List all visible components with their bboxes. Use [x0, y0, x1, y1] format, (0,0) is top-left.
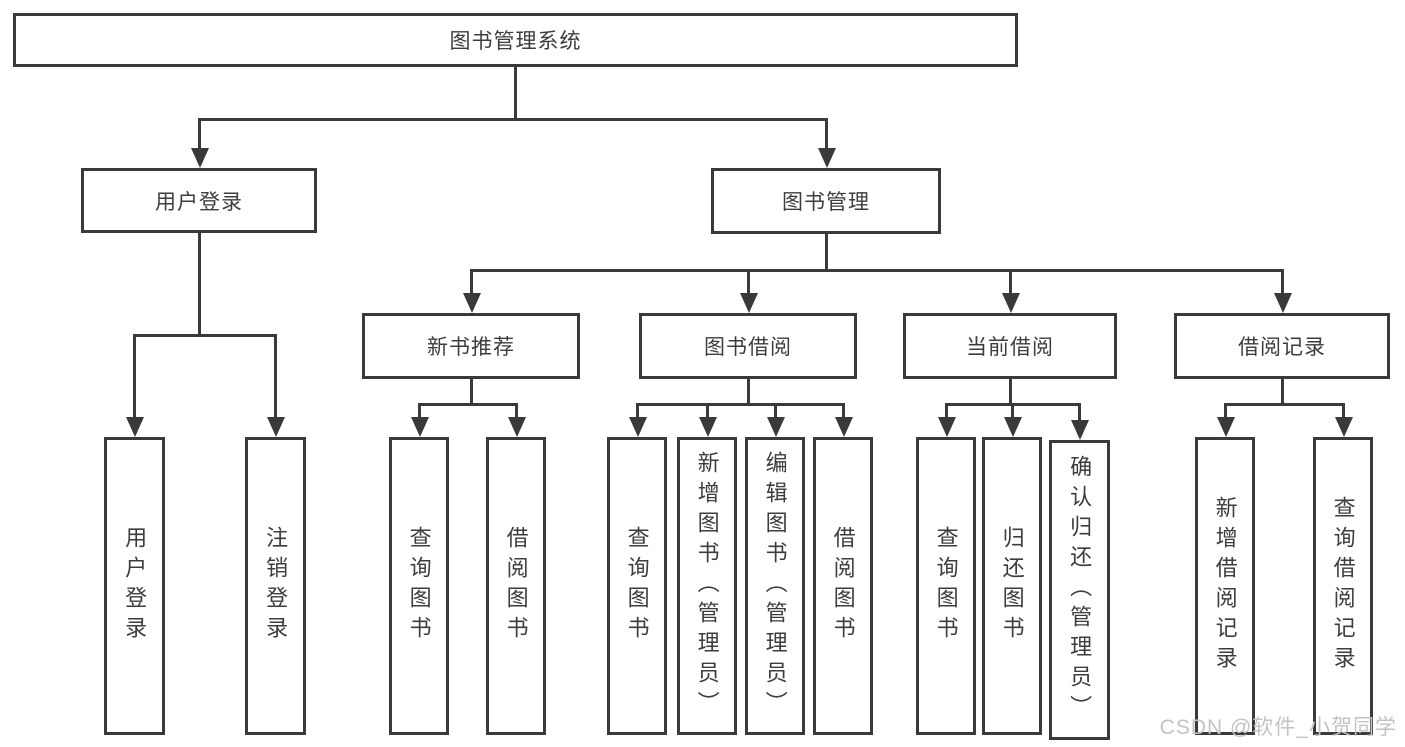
- arrow-down-icon: [126, 417, 144, 437]
- connector-line-v: [274, 334, 277, 422]
- leaf-add-book-admin: 新增图书（管理员）: [677, 437, 737, 735]
- leaf-return-books: 归还图书: [982, 437, 1042, 735]
- leaf-label: 查询图书: [933, 526, 959, 646]
- leaf-label: 归还图书: [999, 526, 1025, 646]
- connector-line-h: [418, 403, 518, 406]
- leaf-query-borrow-record: 查询借阅记录: [1313, 437, 1373, 735]
- connector-line-v: [1281, 269, 1284, 296]
- connector-line-v: [470, 269, 473, 296]
- leaf-query-books-recommend: 查询图书: [389, 437, 449, 735]
- connector-line-h: [133, 334, 277, 337]
- connector-line-v: [1011, 403, 1014, 422]
- arrow-down-icon: [740, 293, 758, 313]
- watermark: CSDN @软件_小贺同学: [1159, 716, 1397, 739]
- leaf-user-login: 用户登录: [104, 437, 165, 735]
- leaf-query-books-current: 查询图书: [916, 437, 976, 735]
- leaf-borrow-books-recommend: 借阅图书: [486, 437, 546, 735]
- connector-line-v: [706, 403, 709, 422]
- node-book-borrowing: 图书借阅: [639, 313, 857, 379]
- leaf-add-borrow-record: 新增借阅记录: [1195, 437, 1255, 735]
- arrow-down-icon: [267, 417, 285, 437]
- leaf-label: 借阅图书: [503, 526, 529, 646]
- connector-line-v: [198, 118, 201, 154]
- arrow-down-icon: [1004, 417, 1022, 437]
- arrow-down-icon: [411, 417, 429, 437]
- leaf-label: 查询图书: [406, 526, 432, 646]
- arrow-down-icon: [818, 148, 836, 168]
- arrow-down-icon: [1071, 420, 1089, 440]
- arrow-down-icon: [835, 417, 853, 437]
- leaf-label: 借阅图书: [830, 526, 856, 646]
- connector-line-v: [747, 379, 750, 405]
- leaf-borrow-books-borrowing: 借阅图书: [813, 437, 873, 735]
- arrow-down-icon: [463, 293, 481, 313]
- arrow-down-icon: [1335, 417, 1353, 437]
- connector-line-v: [825, 234, 828, 271]
- arrow-down-icon: [1274, 293, 1292, 313]
- connector-line-v: [133, 334, 136, 422]
- leaf-label: 确认归还（管理员）: [1067, 455, 1093, 725]
- leaf-query-books-borrowing: 查询图书: [607, 437, 667, 735]
- connector-line-v: [418, 403, 421, 422]
- connector-line-v: [1342, 403, 1345, 422]
- connector-line-v: [1009, 379, 1012, 405]
- leaf-logout: 注销登录: [245, 437, 306, 735]
- leaf-label: 查询借阅记录: [1330, 496, 1356, 676]
- node-new-book-recommend: 新书推荐: [362, 313, 580, 379]
- connector-line-v: [842, 403, 845, 422]
- connector-line-v: [1078, 403, 1081, 425]
- connector-line-v: [774, 403, 777, 422]
- arrow-down-icon: [191, 148, 209, 168]
- connector-line-v: [470, 379, 473, 405]
- connector-line-v: [1009, 269, 1012, 296]
- connector-line-h: [470, 269, 1283, 272]
- leaf-label: 注销登录: [263, 526, 289, 646]
- connector-line-v: [1224, 403, 1227, 422]
- connector-line-h: [636, 403, 845, 406]
- connector-line-v: [1281, 379, 1284, 405]
- node-root: 图书管理系统: [13, 13, 1018, 67]
- connector-line-v: [945, 403, 948, 422]
- node-user-login: 用户登录: [81, 168, 317, 233]
- leaf-label: 查询图书: [624, 526, 650, 646]
- arrow-down-icon: [699, 417, 717, 437]
- leaf-label: 新增图书（管理员）: [694, 451, 720, 721]
- node-borrowing-records: 借阅记录: [1174, 313, 1390, 379]
- connector-line-v: [636, 403, 639, 422]
- leaf-edit-book-admin: 编辑图书（管理员）: [745, 437, 805, 735]
- leaf-label: 用户登录: [122, 526, 148, 646]
- node-book-management: 图书管理: [711, 168, 941, 234]
- arrow-down-icon: [1217, 417, 1235, 437]
- node-current-borrowing: 当前借阅: [903, 313, 1117, 379]
- connector-line-v: [825, 118, 828, 154]
- arrow-down-icon: [767, 417, 785, 437]
- leaf-label: 新增借阅记录: [1212, 496, 1238, 676]
- connector-line-v: [198, 233, 201, 336]
- connector-line-h: [1224, 403, 1345, 406]
- leaf-confirm-return-admin: 确认归还（管理员）: [1049, 440, 1110, 740]
- connector-line-v: [514, 66, 517, 120]
- connector-line-h: [198, 118, 828, 121]
- arrow-down-icon: [508, 417, 526, 437]
- connector-line-v: [747, 269, 750, 296]
- leaf-label: 编辑图书（管理员）: [762, 451, 788, 721]
- arrow-down-icon: [629, 417, 647, 437]
- arrow-down-icon: [1002, 293, 1020, 313]
- arrow-down-icon: [938, 417, 956, 437]
- connector-line-v: [515, 403, 518, 422]
